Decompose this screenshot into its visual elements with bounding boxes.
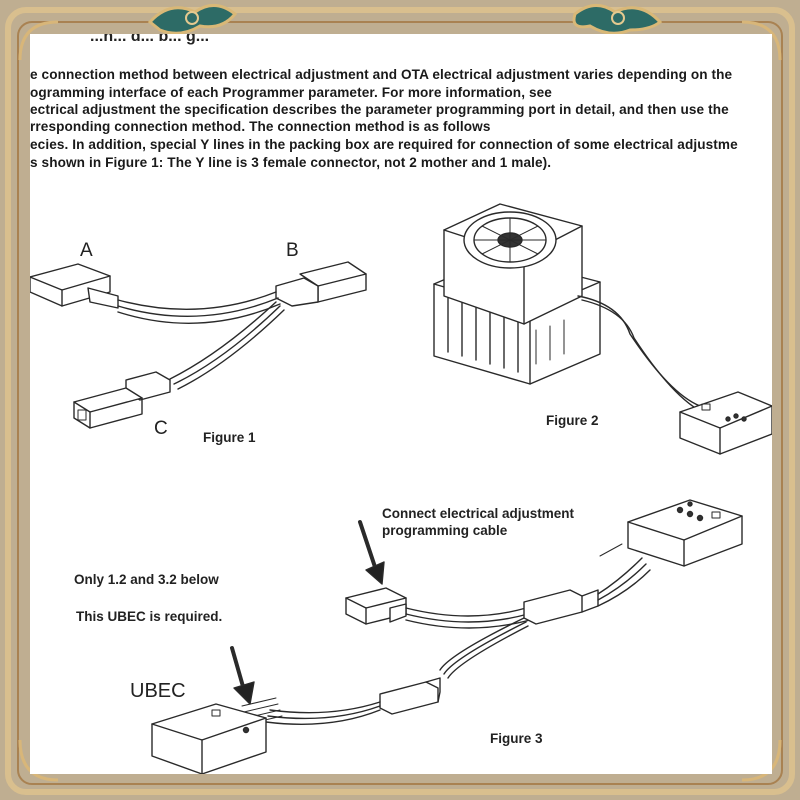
programmer-box-fig3 xyxy=(627,499,743,567)
connector-a xyxy=(30,263,119,309)
connector-b xyxy=(275,261,367,307)
wiring-diagrams xyxy=(30,203,772,774)
figure1-label-a: A xyxy=(80,240,93,261)
ubec-programmer-figure xyxy=(151,499,743,774)
connect-note-line2: programming cable xyxy=(382,523,508,538)
connect-note-line1: Connect electrical adjustment xyxy=(382,506,575,521)
figure1-label-b: B xyxy=(286,240,299,261)
ubec-connector xyxy=(379,677,441,715)
cloud-ornament-right-icon xyxy=(572,4,663,35)
connector-c xyxy=(73,371,171,429)
y-cable-figure xyxy=(30,261,367,429)
ubec-label: UBEC xyxy=(130,680,186,702)
ubec-note-line1: Only 1.2 and 3.2 below xyxy=(74,572,219,587)
figure1-caption: Figure 1 xyxy=(203,430,256,445)
y-joint-connector xyxy=(523,589,599,625)
programmer-box-fig2 xyxy=(679,391,772,455)
programming-connector xyxy=(345,587,407,625)
figure1-label-c: C xyxy=(154,418,168,439)
page-title-fragment: ...h... d... b... g... xyxy=(90,34,210,45)
intro-line: ogramming interface of each Programmer p… xyxy=(30,85,552,100)
cloud-ornament-left-icon xyxy=(147,4,238,35)
intro-line: e connection method between electrical a… xyxy=(30,67,733,82)
ubec-box xyxy=(151,703,267,774)
ubec-note-line2: This UBEC is required. xyxy=(76,609,223,624)
intro-line: ectrical adjustment the specification de… xyxy=(30,102,729,117)
figure3-caption: Figure 3 xyxy=(490,731,543,746)
intro-line: ecies. In addition, special Y lines in t… xyxy=(30,137,738,152)
intro-line: s shown in Figure 1: The Y line is 3 fem… xyxy=(30,155,552,170)
intro-line: rresponding connection method. The conne… xyxy=(30,119,491,134)
arrow-down-icon xyxy=(358,520,385,585)
figure2-caption: Figure 2 xyxy=(546,413,599,428)
document-page: ...h... d... b... g... e connection meth… xyxy=(30,34,772,774)
arrow-down-icon xyxy=(230,646,255,705)
esc-figure xyxy=(433,203,772,455)
